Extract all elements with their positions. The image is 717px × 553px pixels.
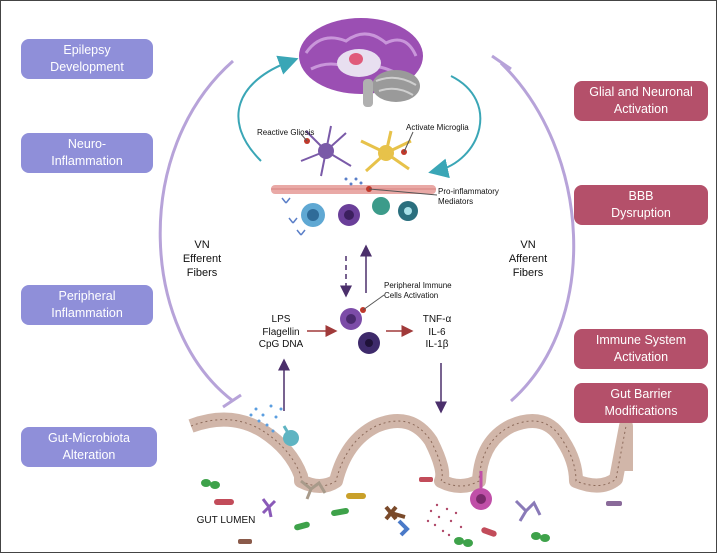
gut-microbiota-alteration-box: Gut-Microbiota Alteration (21, 427, 157, 467)
immune-system-activation-box: Immune System Activation (574, 329, 708, 369)
gut-immune-cell-icon (470, 471, 492, 510)
vn-afferent-fibers-label: VN Afferent Fibers (508, 239, 548, 279)
brain-immune-cells-icon (281, 177, 418, 236)
lumen-particles (426, 503, 463, 537)
peripheral-inflammation-box: Peripheral Inflammation (21, 285, 153, 325)
vn-efferent-fibers-label: VN Efferent Fibers (182, 239, 222, 279)
efferent-arc (158, 59, 234, 403)
efferent-arc-bar (222, 393, 242, 409)
peripheral-immune-cells-activation-label: Peripheral Immune Cells Activation (384, 281, 452, 300)
gut-barrier-modifications-box: Gut Barrier Modifications (574, 383, 708, 423)
reactive-gliosis-cell-icon (300, 125, 352, 177)
gut-lumen-label: GUT LUMEN (196, 515, 256, 526)
gut-bacteria-icons (201, 477, 622, 547)
glial-neuronal-activation-box: Glial and Neuronal Activation (574, 81, 708, 121)
gut-wall (188, 412, 633, 493)
activate-microglia-label: Activate Microglia (406, 123, 469, 132)
afferent-arc-bar (491, 54, 512, 71)
afferent-arc (499, 61, 576, 403)
teal-arrow-left (237, 55, 299, 162)
cytokines-label: TNF-α IL-6 IL-1β (422, 314, 452, 350)
brain-icon (299, 18, 423, 107)
bbb-dysruption-box: BBB Dysruption (574, 185, 708, 225)
pro-inflammatory-mediators-label: Pro-inflammatory Mediators (438, 187, 499, 206)
microbial-products-dots (249, 404, 283, 433)
teal-arrow-right (428, 75, 482, 179)
reactive-gliosis-label: Reactive Gliosis (257, 128, 315, 137)
epilepsy-development-box: Epilepsy Development (21, 39, 153, 79)
lps-flagellin-cpg-label: LPS Flagellin CpG DNA (258, 314, 304, 350)
neuroinflammation-box: Neuro- Inflammation (21, 133, 153, 173)
activated-microglia-cell-icon (360, 130, 412, 173)
peripheral-immune-cells-icon (340, 307, 380, 354)
gut-dendritic-cell-icon (282, 425, 299, 446)
